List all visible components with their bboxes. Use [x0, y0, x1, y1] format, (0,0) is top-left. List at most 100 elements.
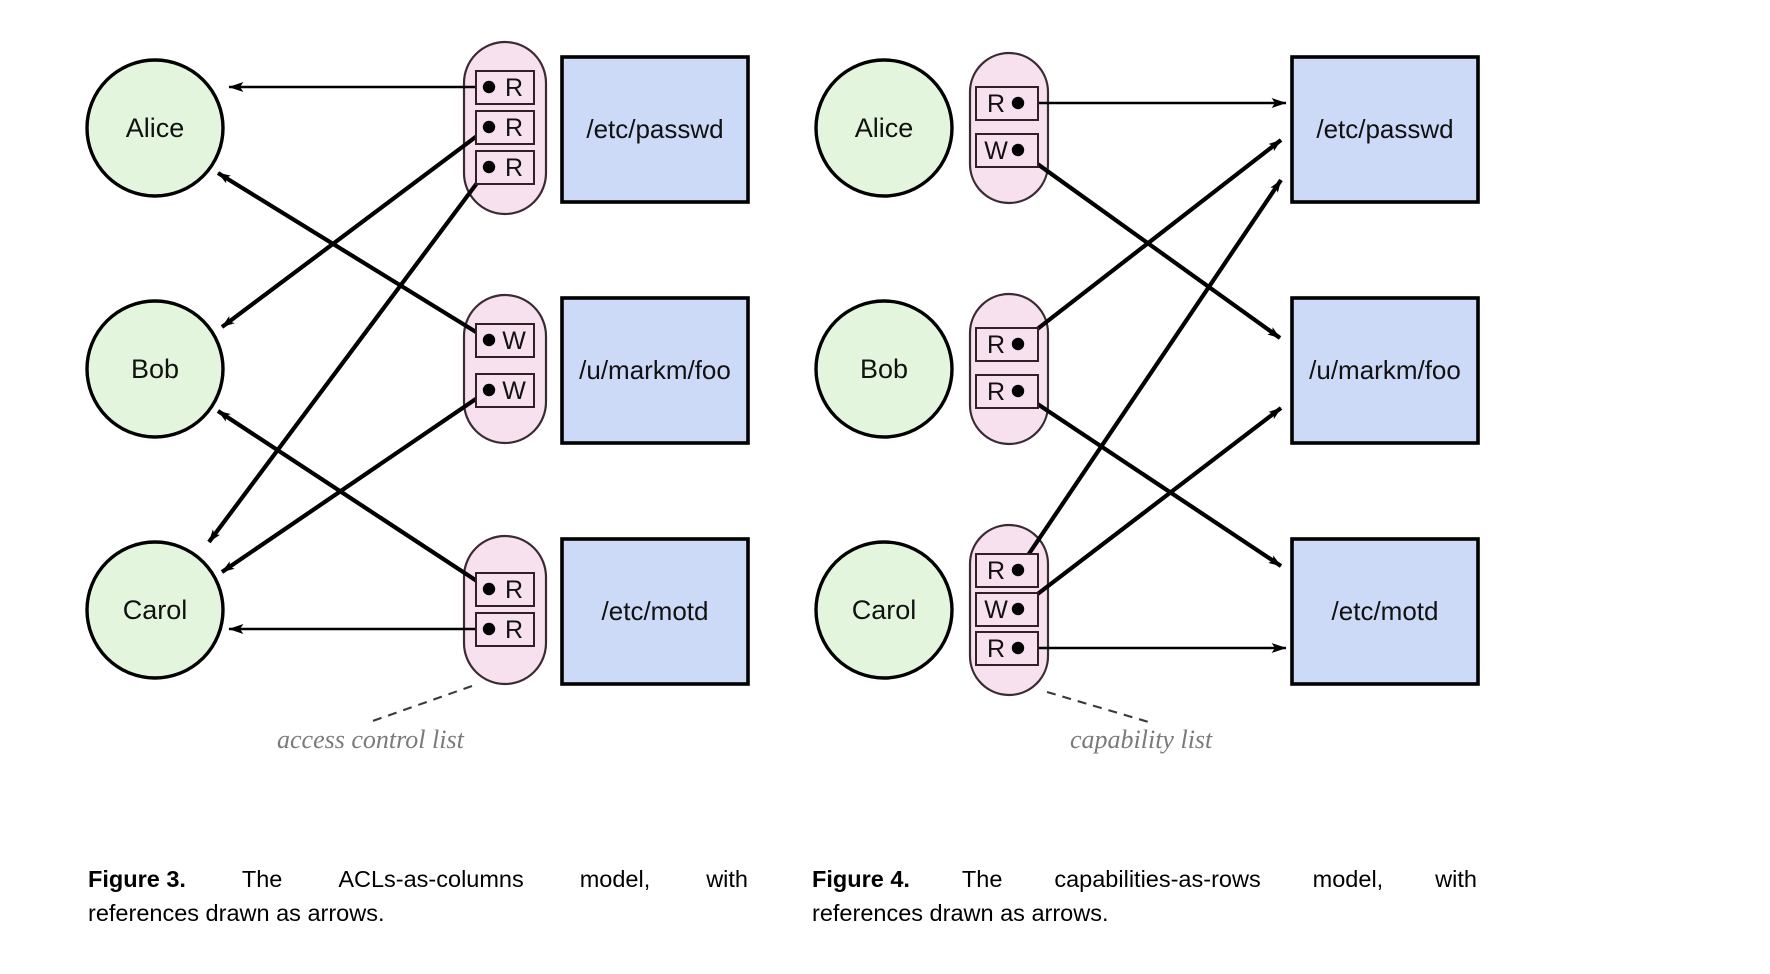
permission-label: R	[505, 154, 523, 182]
permission-label: R	[987, 557, 1005, 585]
permission-label: W	[502, 377, 526, 405]
figure-4-group: Alice Bob Carol	[814, 51, 1480, 754]
annotation-leader-capability	[1046, 690, 1153, 725]
reference-dot	[1011, 384, 1025, 398]
caption-word: The	[961, 866, 1003, 892]
permission-label: R	[505, 114, 523, 142]
acl-entry-motd-0[interactable]: R	[475, 572, 535, 607]
file-box-foo-left[interactable]: /u/markm/foo	[560, 296, 750, 445]
annotation-label-acl: access control list	[277, 725, 465, 754]
acl-entry-motd-1[interactable]: R	[475, 612, 535, 647]
capability-entry-bob-1[interactable]: R	[975, 374, 1039, 409]
principal-label: Carol	[123, 595, 188, 625]
file-label: /u/markm/foo	[1309, 355, 1461, 385]
file-label: /etc/motd	[1332, 596, 1439, 626]
arrow-foo-w2-carol	[220, 388, 491, 574]
capability-capsule-bob[interactable]	[968, 292, 1050, 446]
figure-3-caption: Figure 3. The ACLs-as-columns model, wit…	[88, 862, 748, 930]
file-label: /etc/passwd	[586, 114, 723, 144]
figure-4-caption: Figure 4. The capabilities-as-rows model…	[812, 862, 1477, 930]
reference-dot	[482, 120, 496, 134]
reference-dot	[1011, 602, 1025, 616]
acl-entry-foo-0[interactable]: W	[475, 323, 535, 358]
caption-line-2: references drawn as arrows.	[88, 900, 385, 926]
principal-carol-right[interactable]: Carol	[814, 540, 954, 680]
permission-label: W	[984, 137, 1008, 165]
principal-label: Alice	[855, 113, 914, 143]
permission-label: R	[987, 90, 1005, 118]
reference-dot	[1011, 143, 1025, 157]
diagram-svg: Alice Bob Carol	[85, 40, 1480, 754]
caption-word: with	[1435, 866, 1477, 892]
capability-entry-carol-0[interactable]: R	[975, 553, 1039, 588]
principal-bob-left[interactable]: Bob	[85, 299, 225, 439]
principal-bob-right[interactable]: Bob	[814, 299, 954, 439]
acl-entry-passwd-1[interactable]: R	[475, 110, 535, 145]
capability-entry-carol-2[interactable]: R	[975, 631, 1039, 666]
arrow-passwd-r3-carol	[207, 165, 491, 544]
reference-dot	[482, 622, 496, 636]
caption-word: capabilities-as-rows	[1054, 866, 1261, 892]
caption-line-2: references drawn as arrows.	[812, 900, 1109, 926]
capability-entry-bob-0[interactable]: R	[975, 327, 1039, 362]
permission-label: R	[987, 331, 1005, 359]
arrow-foo-w1-alice	[216, 171, 491, 342]
acl-entry-passwd-2[interactable]: R	[475, 150, 535, 185]
caption-word: ACLs-as-columns	[338, 866, 524, 892]
arrow-carol-w-foo	[1016, 406, 1283, 611]
reference-dot	[482, 383, 496, 397]
reference-dot	[482, 80, 496, 94]
file-label: /etc/passwd	[1316, 114, 1453, 144]
capability-entry-alice-0[interactable]: R	[975, 86, 1039, 121]
permission-label: W	[984, 596, 1008, 624]
permission-label: R	[505, 576, 523, 604]
arrow-bob-r1-passwd	[1016, 138, 1283, 346]
principal-label: Carol	[852, 595, 917, 625]
principal-label: Alice	[126, 113, 185, 143]
caption-word: model,	[579, 866, 651, 892]
arrow-carol-r-passwd	[1016, 178, 1283, 572]
reference-dot	[1011, 96, 1025, 110]
permission-label: W	[502, 327, 526, 355]
file-label: /etc/motd	[602, 596, 709, 626]
principal-alice-left[interactable]: Alice	[85, 58, 225, 198]
reference-dot	[482, 160, 496, 174]
annotation-label-capability: capability list	[1070, 725, 1213, 754]
reference-dot	[1011, 563, 1025, 577]
figure-captions: Figure 3. The ACLs-as-columns model, wit…	[0, 862, 1770, 974]
figure-3-group: Alice Bob Carol	[85, 40, 750, 754]
file-box-passwd-left[interactable]: /etc/passwd	[560, 55, 750, 204]
principal-label: Bob	[131, 354, 179, 384]
principal-carol-left[interactable]: Carol	[85, 540, 225, 680]
file-box-motd-right[interactable]: /etc/motd	[1290, 537, 1480, 686]
acl-entry-passwd-0[interactable]: R	[475, 70, 535, 105]
permission-label: R	[987, 378, 1005, 406]
file-box-foo-right[interactable]: /u/markm/foo	[1290, 296, 1480, 445]
file-box-passwd-right[interactable]: /etc/passwd	[1290, 55, 1480, 204]
reference-dot	[482, 333, 496, 347]
acl-entry-foo-1[interactable]: W	[475, 373, 535, 408]
reference-dot	[1011, 337, 1025, 351]
acl-capsule-motd[interactable]	[462, 534, 548, 686]
caption-word: The	[241, 866, 283, 892]
caption-lead: Figure 3.	[88, 866, 186, 892]
caption-word: with	[706, 866, 748, 892]
reference-dot	[482, 582, 496, 596]
caption-lead: Figure 4.	[812, 866, 910, 892]
capability-entry-alice-1[interactable]: W	[975, 133, 1039, 168]
capability-capsule-alice[interactable]	[968, 51, 1050, 205]
permission-label: R	[505, 74, 523, 102]
principal-alice-right[interactable]: Alice	[814, 58, 954, 198]
acl-capsule-foo[interactable]	[462, 293, 548, 445]
capability-entry-carol-1[interactable]: W	[975, 592, 1039, 627]
arrow-passwd-r2-bob	[220, 125, 491, 329]
permission-label: R	[987, 635, 1005, 663]
reference-dot	[1011, 641, 1025, 655]
principal-label: Bob	[860, 354, 908, 384]
arrow-bob-r2-motd	[1016, 389, 1283, 568]
permission-label: R	[505, 616, 523, 644]
arrow-motd-r1-bob	[216, 409, 491, 591]
file-box-motd-left[interactable]: /etc/motd	[560, 537, 750, 686]
caption-word: model,	[1312, 866, 1384, 892]
